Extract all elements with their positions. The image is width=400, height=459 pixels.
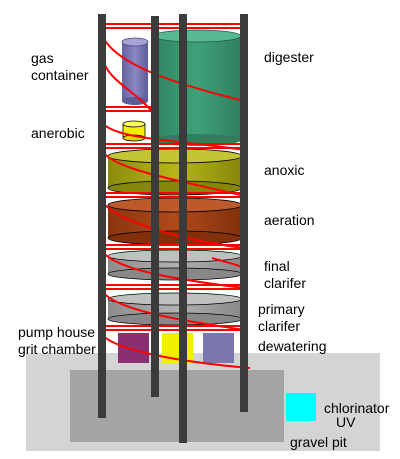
dewatering-tank <box>203 333 234 363</box>
primary-clarifier-tank <box>107 292 243 326</box>
post-right <box>240 14 248 412</box>
anoxic-label: anoxic <box>264 162 305 178</box>
final-clarifier-label-line2: clarifer <box>264 275 307 291</box>
final-clarifier-label-line1: final <box>264 258 290 274</box>
gas-container-cylinder <box>121 37 149 105</box>
gas-container-label-line2: container <box>31 67 89 83</box>
chlorinator-uv-unit <box>286 393 316 421</box>
post-center-left <box>151 16 159 397</box>
primary-clarifier-label: primary clarifer <box>258 301 305 335</box>
gravel-pit-label: gravel pit <box>290 434 347 450</box>
primary-clarifier-label-line1: primary <box>258 301 305 317</box>
final-clarifier-tank <box>107 249 243 281</box>
uv-label: UV <box>336 414 356 430</box>
aeration-label: aeration <box>264 212 315 228</box>
digester-label: digester <box>264 49 314 65</box>
anoxic-tank <box>107 148 243 196</box>
final-clarifier-label: final clarifer <box>264 258 306 292</box>
dewatering-label: dewatering <box>258 338 327 354</box>
gas-container-label-line1: gas <box>31 50 54 66</box>
grit-chamber-label: grit chamber <box>18 341 96 357</box>
post-left <box>98 14 106 418</box>
post-center <box>179 14 187 443</box>
primary-clarifier-label-line2: clarifer <box>258 318 301 334</box>
anerobic-label: anerobic <box>31 125 85 141</box>
pump-house-label: pump house <box>18 324 96 340</box>
aeration-tank <box>107 197 243 246</box>
pump-house-tank <box>118 333 149 363</box>
gas-container-label: gas container <box>31 50 89 84</box>
chlorinator-label: chlorinator <box>324 400 390 416</box>
support-posts <box>98 14 248 443</box>
